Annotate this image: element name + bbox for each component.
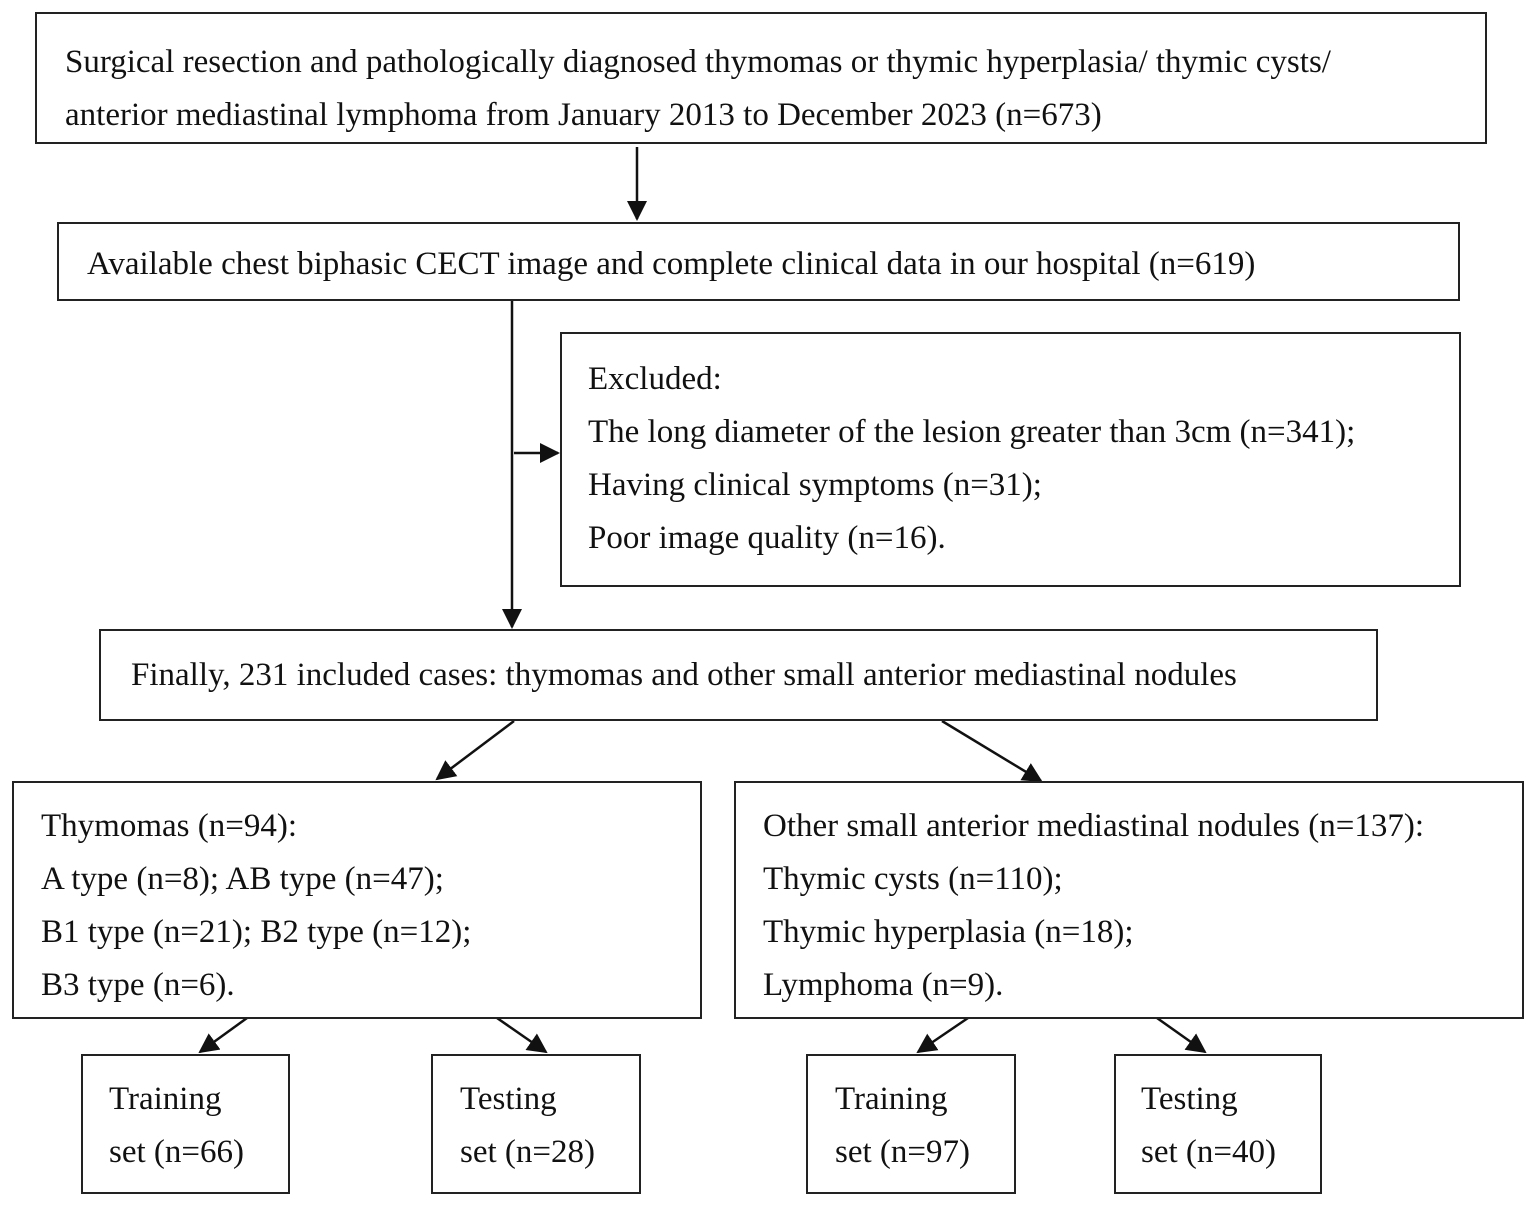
other-nodules-thymic-cysts: Thymic cysts (n=110); bbox=[763, 861, 1063, 897]
thymomas-box: Thymomas (n=94): A type (n=8); AB type (… bbox=[12, 781, 702, 1019]
excluded-heading: Excluded: bbox=[588, 361, 722, 397]
thymomas-heading: Thymomas (n=94): bbox=[41, 808, 297, 844]
thymomas-training-label: Training bbox=[109, 1081, 222, 1117]
other-nodules-heading: Other small anterior mediastinal nodules… bbox=[763, 808, 1425, 844]
others-testing-set-box: Testing set (n=40) bbox=[1114, 1054, 1322, 1194]
others-training-set-box: Training set (n=97) bbox=[806, 1054, 1016, 1194]
thymomas-testing-label: Testing bbox=[460, 1081, 557, 1117]
excluded-box: Excluded: The long diameter of the lesio… bbox=[560, 332, 1461, 587]
thymomas-training-count: set (n=66) bbox=[109, 1134, 244, 1170]
other-nodules-box: Other small anterior mediastinal nodules… bbox=[734, 781, 1524, 1019]
arrow-final-to-thymomas bbox=[435, 720, 515, 781]
other-nodules-thymic-hyperplasia: Thymic hyperplasia (n=18); bbox=[763, 914, 1134, 950]
arrow-others-to-training bbox=[916, 1016, 969, 1054]
final-included-box: Finally, 231 included cases: thymomas an… bbox=[99, 629, 1378, 721]
arrow-others-to-testing bbox=[1156, 1016, 1207, 1054]
source-population-box: Surgical resection and pathologically di… bbox=[35, 12, 1487, 144]
thymomas-testing-count: set (n=28) bbox=[460, 1134, 595, 1170]
thymomas-training-set-box: Training set (n=66) bbox=[81, 1054, 290, 1194]
available-data-line-1: Available chest biphasic CECT image and … bbox=[87, 246, 1256, 282]
others-training-label: Training bbox=[835, 1081, 948, 1117]
others-testing-label: Testing bbox=[1141, 1081, 1238, 1117]
thymomas-subtypes-b3: B3 type (n=6). bbox=[41, 967, 235, 1003]
other-nodules-lymphoma: Lymphoma (n=9). bbox=[763, 967, 1004, 1003]
arrow-final-to-others bbox=[941, 719, 1043, 783]
thymomas-subtypes-b1-b2: B1 type (n=21); B2 type (n=12); bbox=[41, 914, 472, 950]
thymomas-testing-set-box: Testing set (n=28) bbox=[431, 1054, 641, 1194]
source-population-line-2: anterior mediastinal lymphoma from Janua… bbox=[65, 97, 1102, 133]
others-testing-count: set (n=40) bbox=[1141, 1134, 1276, 1170]
available-data-box: Available chest biphasic CECT image and … bbox=[57, 222, 1460, 301]
arrow-thymomas-to-testing bbox=[496, 1016, 548, 1054]
others-training-count: set (n=97) bbox=[835, 1134, 970, 1170]
excluded-criterion-image-quality: Poor image quality (n=16). bbox=[588, 520, 946, 556]
final-included-line-1: Finally, 231 included cases: thymomas an… bbox=[131, 657, 1237, 693]
source-population-line-1: Surgical resection and pathologically di… bbox=[65, 44, 1331, 80]
thymomas-subtypes-a-ab: A type (n=8); AB type (n=47); bbox=[41, 861, 444, 897]
excluded-criterion-symptoms: Having clinical symptoms (n=31); bbox=[588, 467, 1042, 503]
arrow-thymomas-to-training bbox=[198, 1016, 248, 1054]
excluded-criterion-size: The long diameter of the lesion greater … bbox=[588, 414, 1356, 450]
